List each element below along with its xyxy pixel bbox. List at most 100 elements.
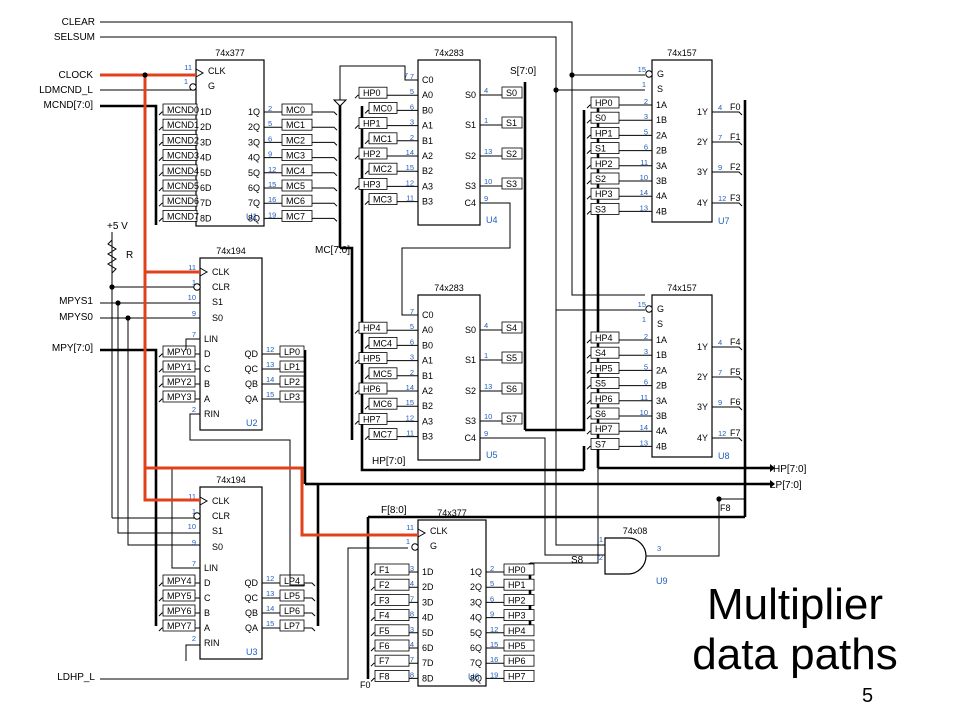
u4-out0-pin: 4	[484, 86, 488, 95]
u6-q6-net-tag	[503, 654, 535, 667]
u2-in1-net: MPY0	[167, 347, 192, 357]
u8-in7-label: 4B	[656, 441, 667, 451]
u4-in7-wire	[354, 185, 418, 190]
u6-d4-net-tag	[374, 624, 410, 637]
u7-in5-net: S2	[595, 174, 606, 184]
u2-q0-net: LP0	[284, 347, 300, 357]
u5-in1-pin: 5	[410, 322, 414, 331]
selsum-to-and	[555, 310, 605, 546]
u1-q0-net: MC0	[286, 105, 305, 115]
u8-in2-pin: 5	[644, 362, 648, 371]
u6-d4-net: F5	[379, 626, 390, 636]
u9-and-gate	[604, 537, 647, 575]
u1-clk-triangle	[195, 68, 205, 78]
u8-body	[651, 294, 713, 458]
u1-q0-pin: 2	[268, 104, 272, 113]
u3-ctrl0-pin: 11	[188, 492, 196, 501]
u1-q2-pin: 6	[268, 134, 272, 143]
u7-in0-wire	[586, 104, 652, 109]
u3-q3-wire	[262, 627, 316, 632]
u8-out0-pin: 4	[718, 338, 722, 347]
u1-q5-label: 6Q	[248, 183, 260, 193]
u3-q2-net: LP6	[284, 606, 300, 616]
u2-clk-triangle	[199, 267, 209, 277]
u4-in7-pin: 12	[406, 178, 414, 187]
u1-d5-label: 6D	[200, 183, 212, 193]
u8-in6-net: HP7	[595, 424, 613, 434]
u7-in0-pin: 2	[644, 97, 648, 106]
u4-in3-label: A1	[422, 121, 433, 131]
clear-wire	[100, 21, 645, 76]
u6-q7-net-tag	[503, 670, 535, 682]
u8-in7-net-tag	[590, 437, 620, 450]
u1-q5-net: MC5	[286, 181, 305, 191]
u3-ctrl1-pin: 1	[192, 507, 196, 516]
mc-bus	[340, 246, 354, 440]
u6-q0-pin: 2	[490, 564, 494, 573]
u8-out1-net: F5	[730, 367, 741, 377]
u8-in1-net-tag	[590, 346, 620, 359]
u3-in5-label: RIN	[204, 638, 220, 648]
u1-q0-label: 1Q	[248, 107, 260, 117]
u8-in1-pin: 3	[644, 347, 648, 356]
u7-in7-net-tag	[590, 202, 620, 215]
u8-g-bubble	[645, 305, 653, 313]
u6-d2-net: F3	[379, 595, 390, 605]
u6-d1-pin: 4	[410, 579, 414, 588]
u8-in5-label: 3B	[656, 411, 667, 421]
u1-q3-label: 4Q	[248, 153, 260, 163]
u8-in5-pin: 10	[640, 408, 648, 417]
u8-ctrl0-pin: 15	[638, 300, 646, 309]
u5-out1-label: S1	[465, 355, 476, 365]
u4-in7-label: A3	[422, 181, 433, 191]
u3-ref: U3	[246, 647, 258, 657]
u8-in6-pin: 14	[640, 423, 648, 432]
u6-d2-pin: 7	[410, 594, 414, 603]
u6-d6-net-tag	[374, 654, 410, 667]
u6-g-pin: 1	[406, 537, 410, 546]
u4-in3-net-tag	[358, 117, 388, 129]
u1-d0-net-tag	[162, 103, 198, 116]
u6-d7-pin: 18	[406, 670, 414, 679]
input-mpy-label: MPY[7:0]	[52, 343, 93, 354]
u6-d3-net-tag	[374, 609, 410, 621]
hp-out-arrowhead	[770, 464, 775, 472]
u1-q7-net: MC7	[286, 211, 305, 221]
u8-ref: U8	[718, 451, 730, 461]
u1-q2-label: 3Q	[248, 137, 260, 147]
u1-d4-label: 5D	[200, 168, 212, 178]
u5-in3-net-tag	[358, 352, 388, 365]
u9-out-pin: 3	[657, 544, 661, 553]
u8-in5-net: S6	[595, 409, 606, 419]
u4-in7-net-tag	[358, 177, 388, 190]
u2-in3-label: B	[204, 379, 210, 389]
u8-ctrl1-pin: 1	[642, 315, 646, 324]
u1-d5-net: MCND5	[167, 181, 199, 191]
selsum-wire	[100, 36, 645, 311]
u5-in8-wire	[364, 436, 418, 440]
u2-ctrl3-label: S0	[212, 313, 223, 323]
mpy-bus	[100, 348, 158, 626]
bus-s-label: S[7:0]	[510, 66, 536, 77]
u3-q1-label: QC	[245, 593, 259, 603]
u7-out3-label: 4Y	[697, 198, 708, 208]
u1-d2-label: 3D	[200, 137, 212, 147]
u7-in4-label: 3A	[656, 161, 667, 171]
u4-in8-net: MC3	[373, 195, 392, 205]
u5-in5-net: HP6	[363, 384, 381, 394]
u8-in7-pin: 13	[640, 438, 648, 447]
u2-q3-label: QA	[245, 394, 258, 404]
u6-q2-label: 3Q	[470, 597, 482, 607]
u7-ctrl1-pin: 1	[642, 80, 646, 89]
u8-out0-label: 1Y	[697, 342, 708, 352]
u1-q1-pin: 5	[268, 119, 272, 128]
u4-in4-pin: 2	[410, 133, 414, 142]
u1-q4-pin: 12	[268, 165, 276, 174]
u8-in0-wire	[586, 339, 652, 344]
u5-in7-net: HP7	[363, 414, 381, 424]
u7-in3-label: 2B	[656, 146, 667, 156]
u6-d4-label: 5D	[422, 628, 434, 638]
u6-clk-label: CLK	[430, 526, 448, 536]
u3-in3-net: MPY6	[167, 606, 192, 616]
u5-in6-net: MC6	[373, 399, 392, 409]
